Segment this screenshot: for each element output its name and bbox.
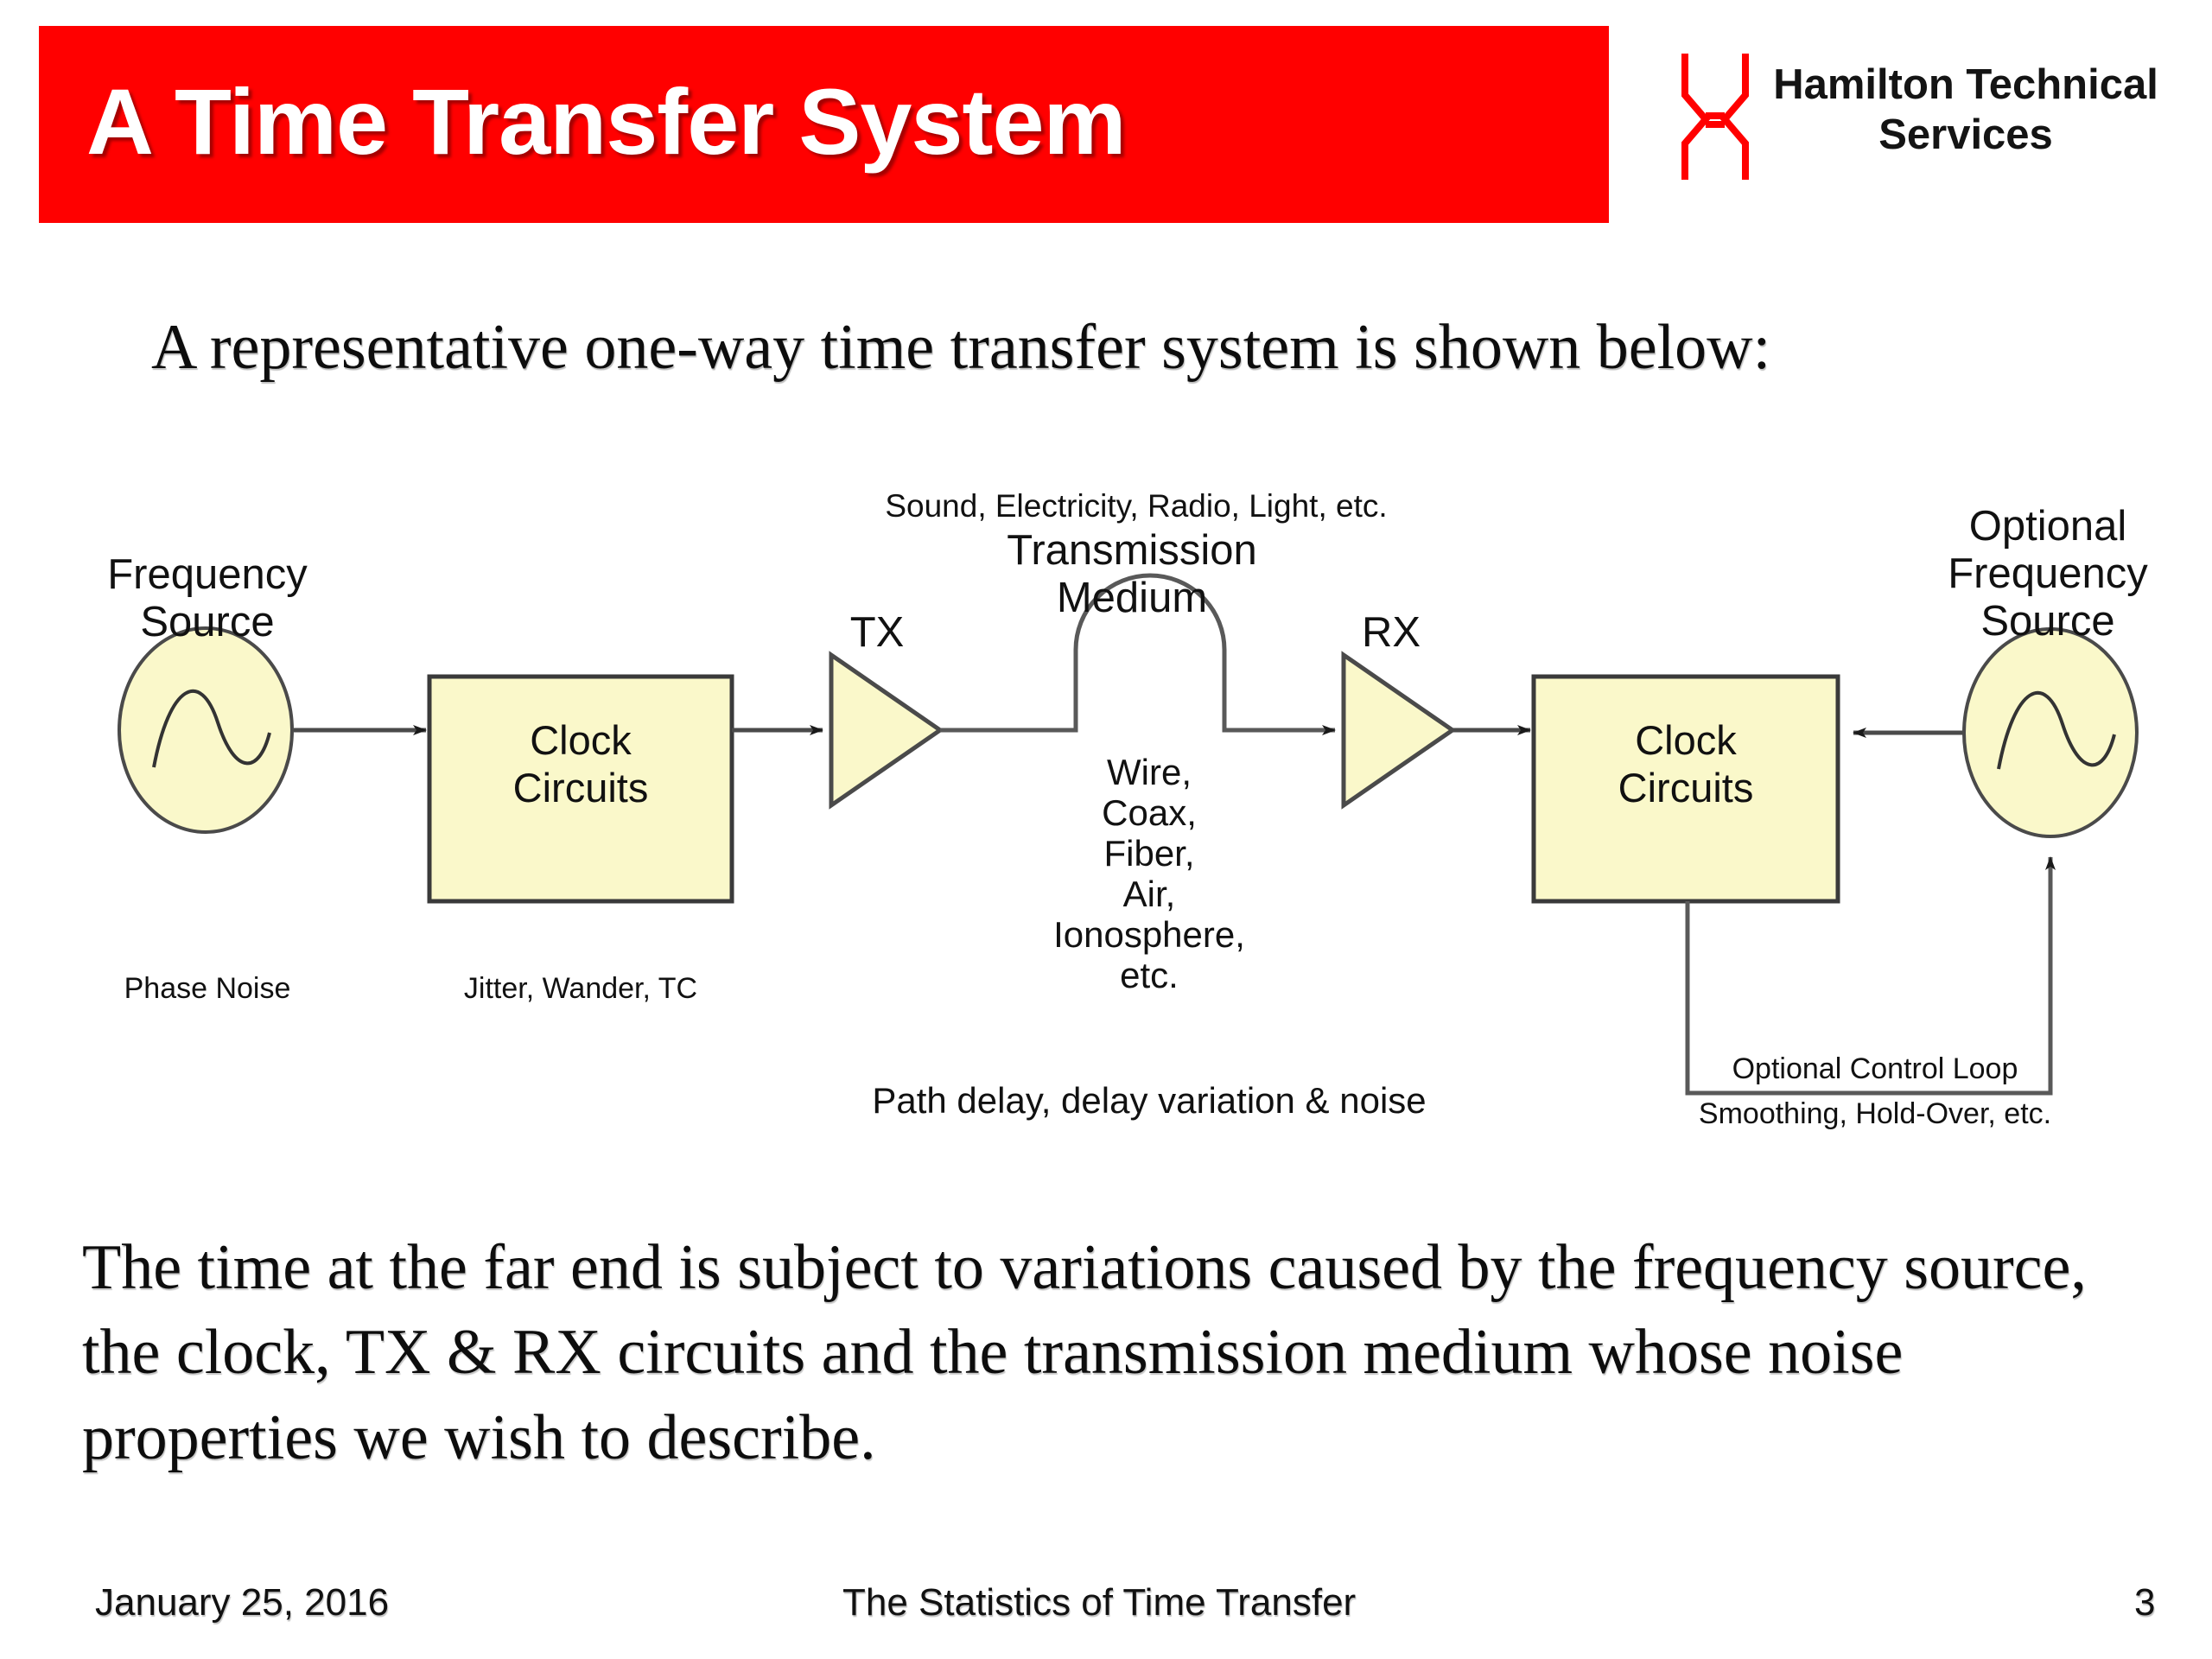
intro-sentence: A representative one-way time transfer s… bbox=[151, 312, 1771, 383]
label-transmission-medium: Transmission Medium bbox=[1007, 527, 1257, 621]
sine-wave-right bbox=[1997, 690, 2116, 770]
label-jitter-wander-tc: Jitter, Wander, TC bbox=[463, 972, 698, 1005]
transmission-path bbox=[940, 573, 1336, 735]
footer-date: January 25, 2016 bbox=[95, 1581, 390, 1624]
label-rx: RX bbox=[1361, 609, 1421, 656]
label-medium-kinds: Sound, Electricity, Radio, Light, etc. bbox=[885, 488, 1388, 524]
sine-wave-left bbox=[152, 689, 271, 768]
clock-box-left-shape bbox=[427, 674, 734, 904]
label-control-loop-line-2: Smoothing, Hold-Over, etc. bbox=[1698, 1097, 2052, 1130]
label-path-delay: Path delay, delay variation & noise bbox=[872, 1080, 1427, 1121]
label-phase-noise: Phase Noise bbox=[124, 972, 291, 1005]
oscillator-left-shape bbox=[118, 626, 294, 834]
logo-wordmark: Hamilton Technical Services bbox=[1767, 60, 2164, 161]
body-paragraph: The time at the far end is subject to va… bbox=[82, 1232, 2087, 1473]
rx-amplifier-shape bbox=[1341, 651, 1457, 810]
label-control-loop-line-1: Optional Control Loop bbox=[1732, 1052, 2018, 1085]
footer-page-number: 3 bbox=[2134, 1581, 2156, 1624]
time-transfer-diagram: Frequency Source Phase Noise Clock Circu… bbox=[0, 458, 2212, 1175]
label-tx: TX bbox=[849, 609, 905, 656]
oscillator-right-shape bbox=[1962, 627, 2139, 838]
label-optional-frequency-source: Optional Frequency Source bbox=[1948, 503, 2148, 645]
label-medium-list: Wire, Coax, Fiber, Air, Ionosphere, etc. bbox=[1053, 752, 1245, 996]
tx-amplifier-shape bbox=[829, 651, 944, 810]
label-clock-circuits-right: Clock Circuits bbox=[1618, 717, 1754, 810]
label-clock-circuits-left: Clock Circuits bbox=[512, 717, 649, 810]
clock-box-right-shape bbox=[1531, 674, 1840, 904]
diagram-canvas bbox=[118, 573, 2139, 1096]
control-loop-path bbox=[1685, 856, 2056, 1096]
brand-logo: Hamilton Technical Services bbox=[1676, 41, 2177, 188]
logo-line-2: Services bbox=[1878, 111, 2053, 158]
label-frequency-source-left: Frequency Source bbox=[107, 551, 308, 645]
page-title: A Time Transfer System bbox=[86, 69, 1127, 174]
logo-line-1: Hamilton Technical bbox=[1773, 61, 2158, 108]
title-banner bbox=[39, 26, 1609, 223]
hourglass-icon bbox=[1681, 54, 1749, 180]
footer-deck-title: The Statistics of Time Transfer bbox=[842, 1581, 1357, 1624]
